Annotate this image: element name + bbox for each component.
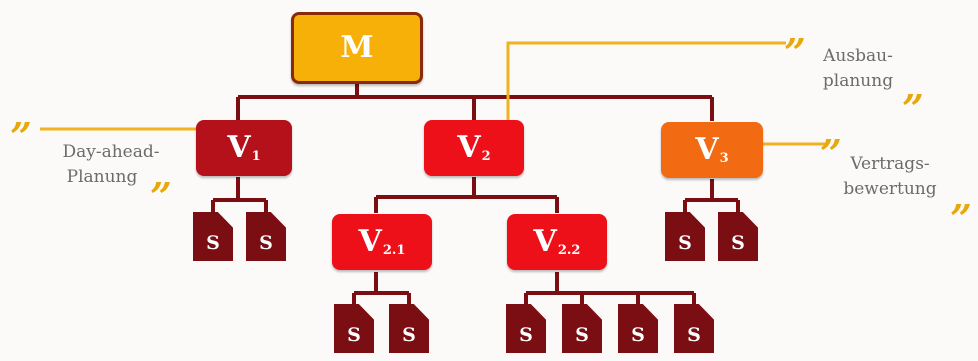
quote-mark-icon: ” <box>784 30 806 75</box>
annotation-vertrags-line1: Vertrags- <box>850 154 930 174</box>
node-v2-1-sub: 2.1 <box>382 242 406 258</box>
node-v1-main: V <box>227 130 251 165</box>
annotation-ausbau-line2: planung <box>822 71 894 91</box>
annotation-ausbau: Ausbau- planung <box>806 44 910 94</box>
node-v3-main: V <box>695 132 719 167</box>
root-node-m: M <box>291 12 423 84</box>
annotation-vertrags: Vertrags- bewertung <box>830 152 950 202</box>
node-v3-sub: 3 <box>719 150 729 166</box>
root-node-label: M <box>340 30 374 65</box>
node-v2-2-sub: 2.2 <box>557 242 581 258</box>
node-v2-2-main: V <box>533 224 557 259</box>
quote-mark-icon: ” <box>150 174 172 219</box>
quote-mark-icon: ” <box>902 86 924 131</box>
annotation-ausbau-line1: Ausbau- <box>823 46 893 66</box>
node-v1-sub: 1 <box>251 148 261 164</box>
quote-mark-icon: ” <box>950 196 972 241</box>
node-v2-1-main: V <box>358 224 382 259</box>
node-v2-main: V <box>457 130 481 165</box>
node-v2-sub: 2 <box>481 148 491 164</box>
annotation-day-ahead-line1: Day-ahead- <box>62 142 160 162</box>
quote-mark-icon: ” <box>10 114 32 159</box>
annotation-day-ahead: Day-ahead- Planung <box>36 140 186 190</box>
quote-mark-icon: ” <box>820 131 842 176</box>
leaf-s: S <box>665 212 705 261</box>
annotation-vertrags-line2: bewertung <box>843 179 937 199</box>
annotation-day-ahead-line2: Planung <box>66 167 138 187</box>
